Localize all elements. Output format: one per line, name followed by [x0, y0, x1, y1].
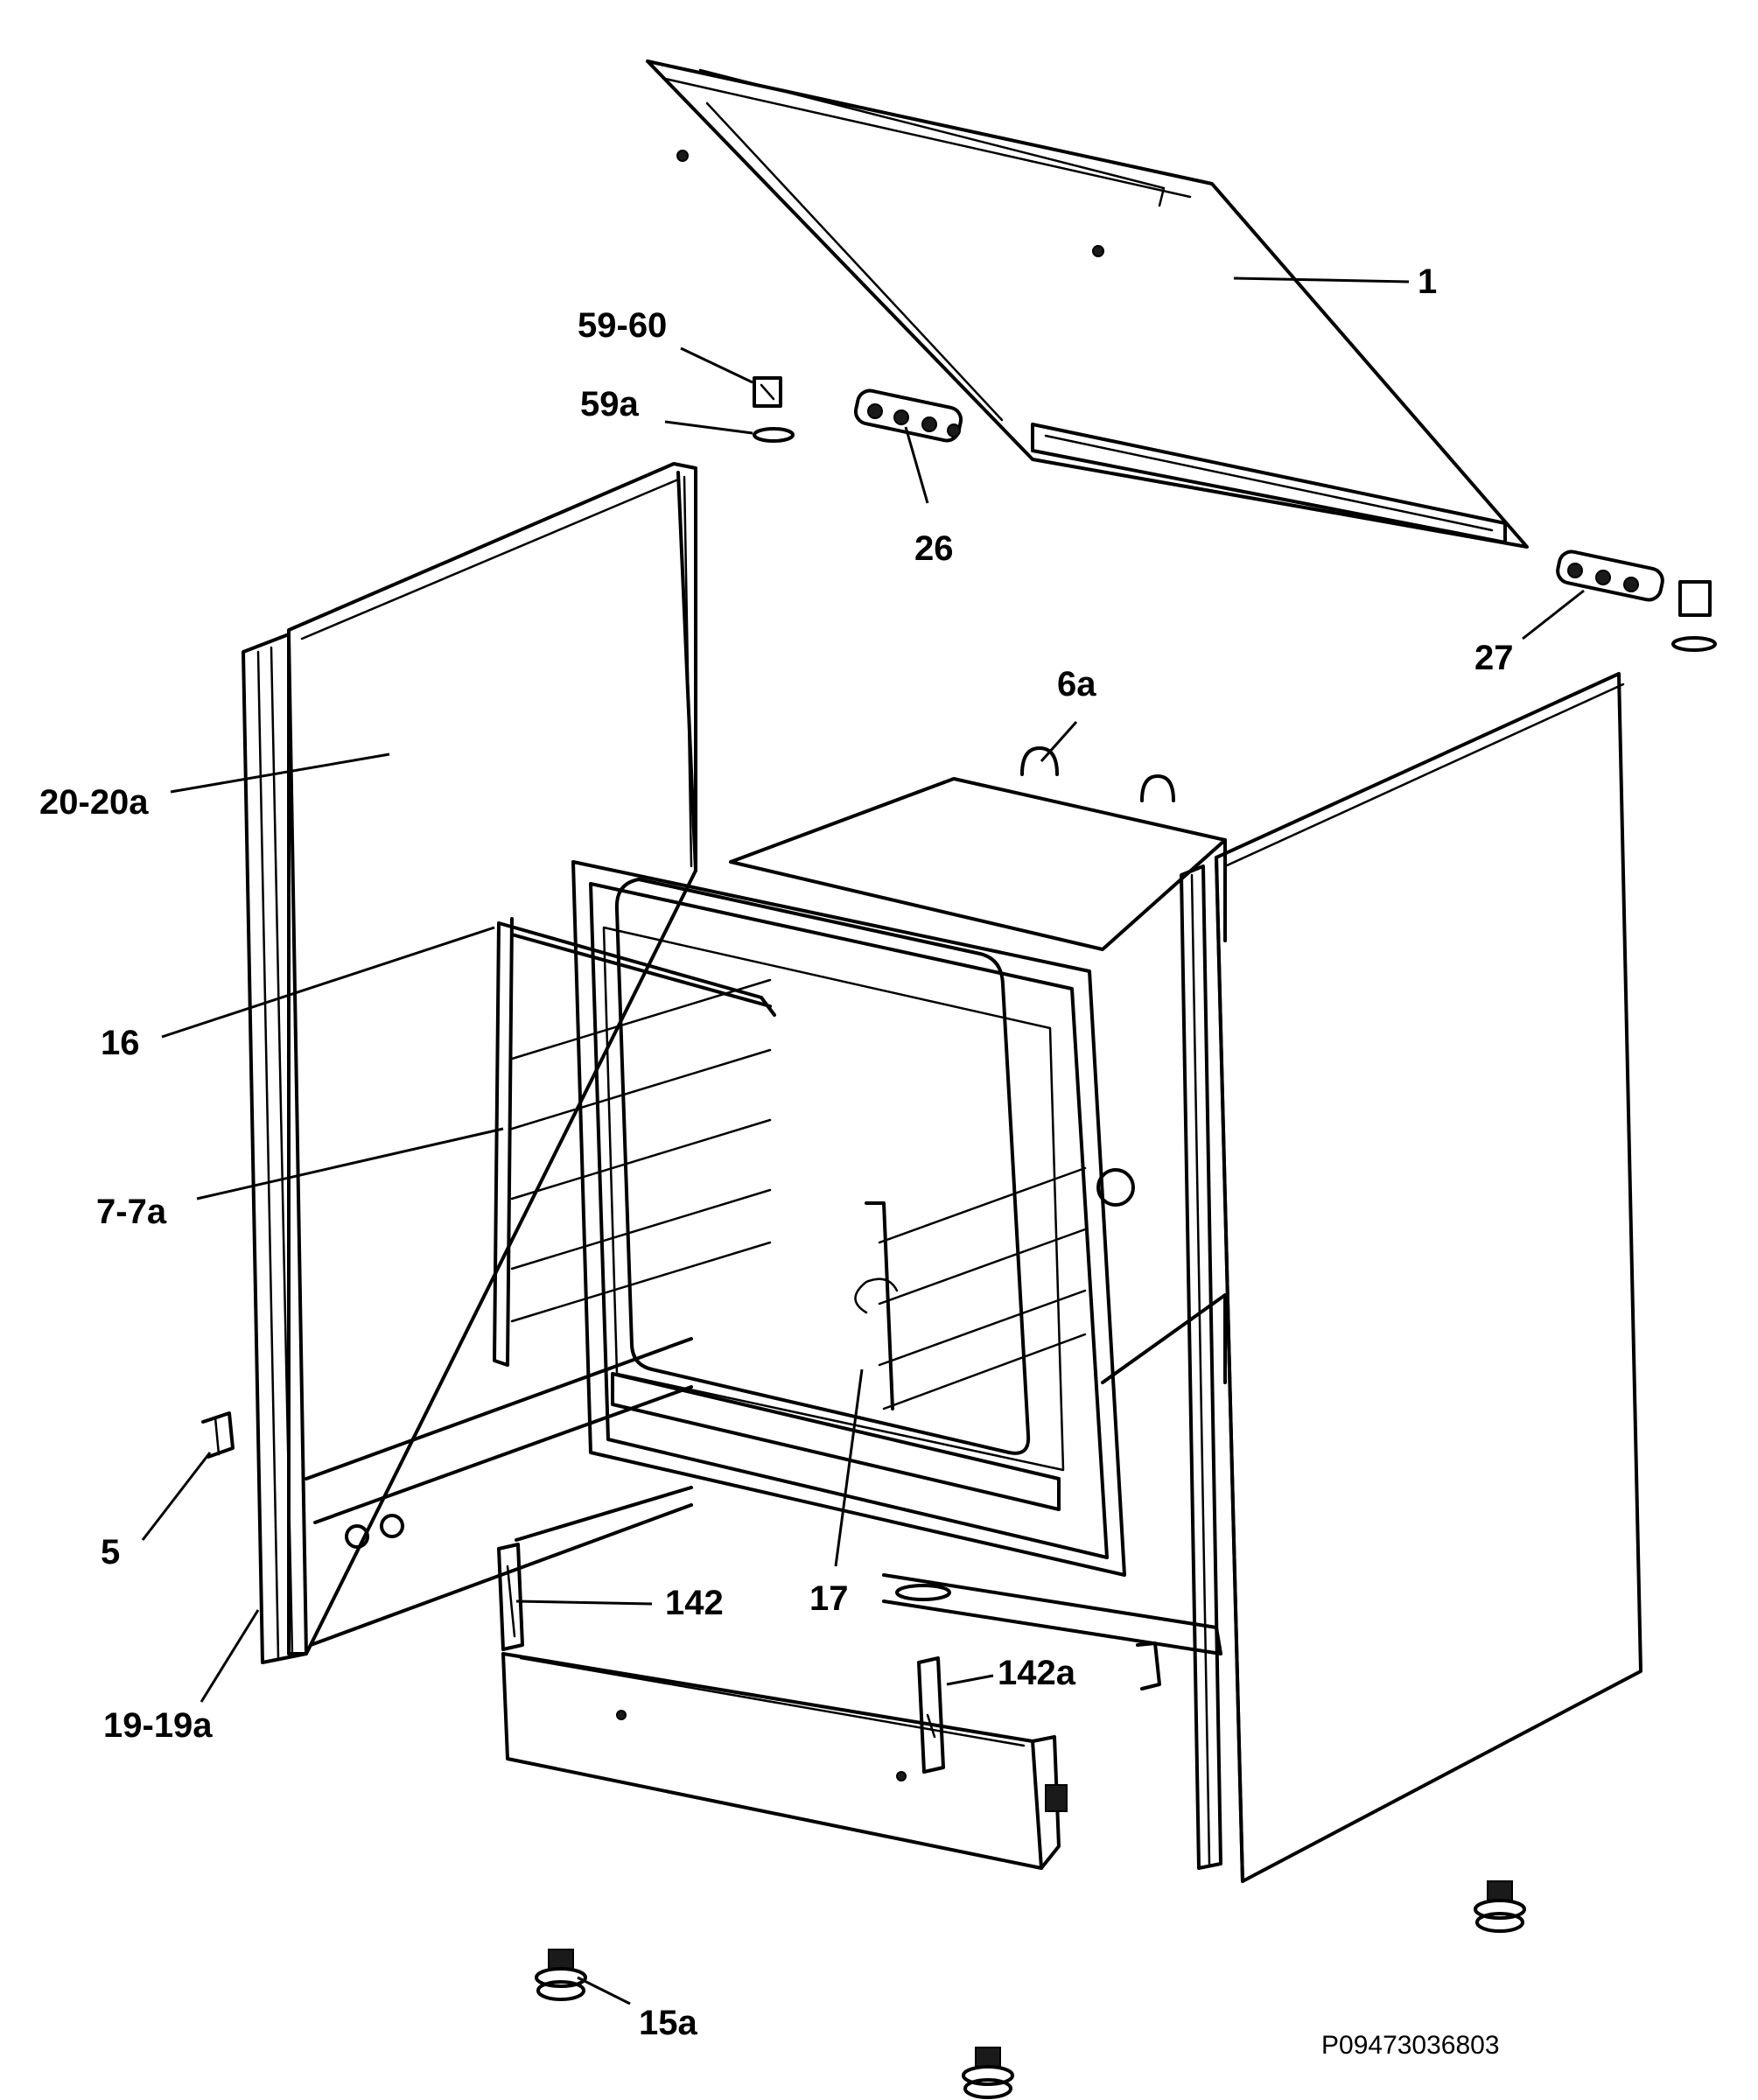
label-part-142a: 142a [998, 1654, 1076, 1692]
label-part-19-19a: 19-19a [103, 1706, 213, 1745]
top-cover [646, 60, 1529, 549]
label-part-20-20a: 20-20a [39, 783, 149, 822]
shelf-support-right [854, 1166, 1087, 1410]
leader-lines [141, 276, 1585, 2006]
clip-59a [753, 427, 795, 443]
kickboard [497, 1486, 1222, 1870]
label-part-59-60: 59-60 [578, 306, 667, 345]
part-labels: 1 59-60 59a 26 27 6a 20-20a 16 7-7a 5 19… [39, 262, 1514, 2042]
label-part-26: 26 [914, 529, 954, 568]
label-part-142: 142 [665, 1584, 724, 1622]
oven-cavity [729, 746, 1227, 1384]
foot-front-center [962, 2047, 1014, 2099]
front-frame [571, 860, 1126, 1577]
drawing-code: P09473036803 [1321, 2031, 1500, 2060]
foot-rear [1045, 1784, 1068, 1812]
label-part-7-7a: 7-7a [96, 1193, 167, 1231]
label-part-17: 17 [809, 1579, 849, 1618]
foot-right [1474, 1880, 1526, 1933]
label-part-5: 5 [101, 1533, 120, 1572]
label-part-1: 1 [1418, 262, 1437, 301]
foot-front-left [535, 1949, 587, 2001]
hinge-27 [1556, 550, 1717, 652]
feet [535, 1784, 1526, 2099]
right-side-panel [1180, 672, 1642, 1883]
shelf-support-left [493, 917, 776, 1367]
label-part-15a: 15a [639, 2004, 697, 2042]
label-part-27: 27 [1474, 639, 1514, 677]
left-side-panel [242, 462, 697, 1664]
label-part-6a: 6a [1057, 665, 1096, 704]
label-part-16: 16 [101, 1024, 140, 1062]
clip-59-60 [753, 376, 782, 408]
bracket-5 [201, 1411, 235, 1459]
label-part-59a: 59a [580, 385, 639, 424]
hinge-26 [853, 388, 963, 443]
